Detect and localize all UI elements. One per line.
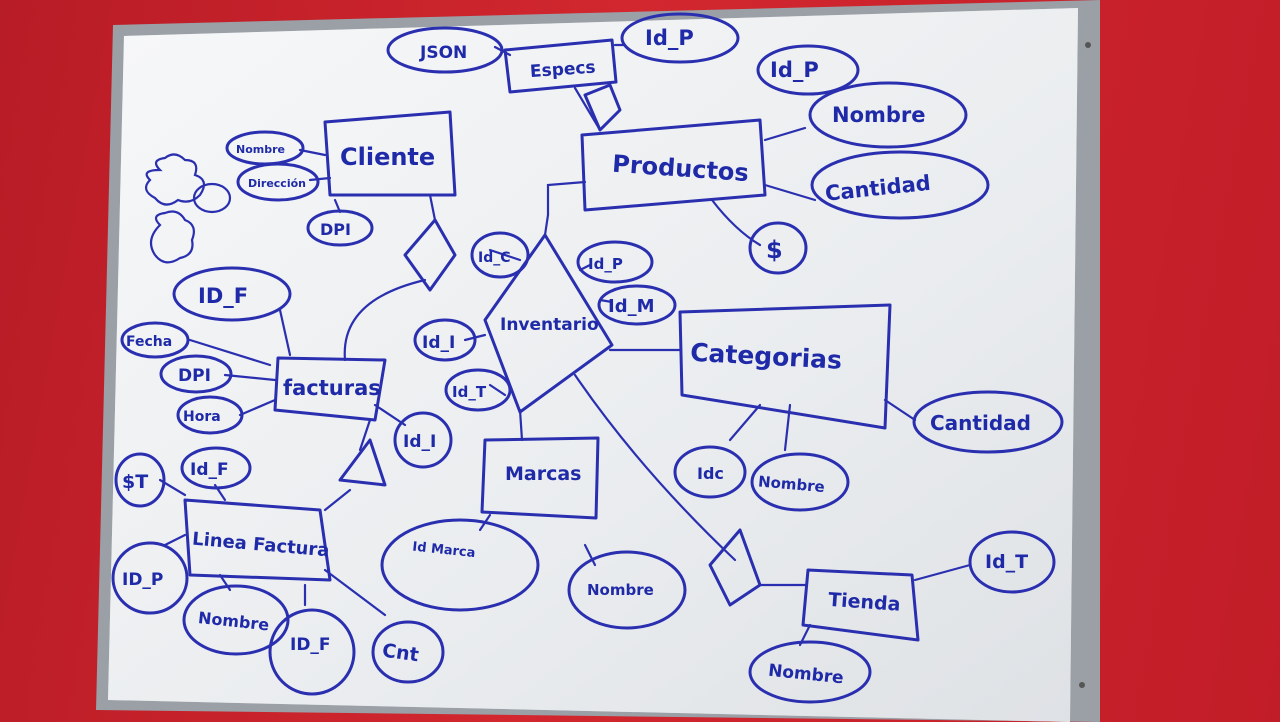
svg-text:Cliente: Cliente [340, 143, 435, 171]
svg-text:Inventario: Inventario [500, 315, 599, 335]
svg-text:Id_C: Id_C [478, 250, 511, 266]
attribute-id-i-inventario: Id_I [413, 318, 477, 362]
svg-text:JSON: JSON [419, 43, 467, 63]
attribute-dollar: $ [748, 221, 808, 275]
entity-especs: Especs [503, 38, 618, 94]
attribute-nombre-productos: Nombre [808, 81, 968, 149]
entity-inventario: Inventario [483, 233, 614, 414]
attribute-id-c: Id_C [470, 231, 530, 279]
svg-text:Id_T: Id_T [985, 551, 1028, 573]
attribute-id-p-inventario: Id_P [576, 240, 654, 284]
svg-text:Id_I: Id_I [422, 333, 455, 353]
attribute-id-f-linea-2: ID_F [268, 608, 356, 696]
svg-text:Cnt: Cnt [381, 639, 420, 666]
relationship-diamonds [338, 83, 762, 607]
svg-text:Hora: Hora [183, 409, 221, 425]
svg-text:Cantidad: Cantidad [930, 411, 1031, 435]
attribute-subtotal: $T [114, 452, 166, 508]
svg-text:Nombre: Nombre [236, 143, 285, 156]
entity-tienda: Tienda [801, 568, 920, 642]
svg-text:Nombre: Nombre [587, 581, 654, 599]
svg-text:DPI: DPI [178, 366, 211, 386]
attribute-cnt: Cnt [371, 620, 445, 684]
attribute-json: JSON [386, 26, 504, 74]
attribute-id-t-inventario: Id_T [444, 368, 512, 412]
attribute-id-marca: Id Marca [380, 518, 540, 612]
svg-text:Dirección: Dirección [248, 177, 306, 190]
svg-text:$: $ [766, 236, 783, 264]
svg-text:Id_I: Id_I [403, 432, 436, 452]
svg-text:facturas: facturas [283, 376, 381, 400]
entity-categorias: Categorias [678, 303, 892, 430]
frame-screw-icon [1079, 682, 1085, 688]
attribute-nombre-marcas: Nombre [567, 550, 687, 630]
attribute-id-f-linea: Id_F [180, 446, 252, 490]
attribute-id-m: Id_M [597, 284, 677, 326]
attribute-fecha: Fecha [120, 321, 190, 359]
svg-text:Nombre: Nombre [757, 472, 825, 496]
svg-text:Nombre: Nombre [832, 103, 926, 127]
svg-text:$T: $T [122, 471, 148, 493]
doodle-sketch [144, 153, 232, 264]
svg-text:Id_T: Id_T [452, 383, 487, 401]
attribute-nombre-categorias: Nombre [750, 452, 850, 512]
attribute-dpi-facturas: DPI [159, 354, 233, 394]
frame-screw-icon [1085, 42, 1091, 48]
svg-text:Marcas: Marcas [505, 463, 582, 485]
svg-text:Id_F: Id_F [190, 460, 229, 480]
svg-text:ID_F: ID_F [290, 635, 331, 655]
attribute-cantidad-categorias: Cantidad [912, 390, 1064, 454]
svg-text:Id_M: Id_M [608, 296, 655, 317]
svg-text:Fecha: Fecha [126, 334, 172, 350]
whiteboard-shade [108, 8, 1078, 722]
svg-text:Id Marca: Id Marca [412, 540, 477, 562]
svg-text:DPI: DPI [320, 220, 351, 239]
entity-marcas: Marcas [480, 436, 600, 520]
svg-text:Idc: Idc [697, 464, 724, 483]
svg-text:ID_P: ID_P [122, 570, 163, 590]
entity-cliente: Cliente [323, 110, 457, 197]
svg-text:ID_F: ID_F [198, 284, 248, 308]
attribute-idc: Idc [673, 445, 747, 499]
svg-text:Id_P: Id_P [588, 255, 623, 273]
attribute-id-p-especs: Id_P [620, 12, 740, 64]
attribute-dpi-cliente: DPI [306, 209, 374, 247]
svg-text:Tienda: Tienda [828, 589, 902, 616]
relationship-lines [158, 43, 972, 647]
attribute-id-f-facturas: ID_F [172, 266, 292, 322]
attribute-id-p-productos: Id_P [756, 44, 860, 96]
entity-facturas: facturas [273, 356, 387, 422]
attribute-id-i-facturas: Id_I [393, 411, 453, 469]
svg-text:Id_P: Id_P [770, 58, 819, 82]
attribute-id-p-linea: ID_P [111, 541, 189, 615]
svg-text:Id_P: Id_P [645, 26, 694, 50]
attribute-id-t-tienda: Id_T [968, 530, 1056, 594]
svg-text:Especs: Especs [529, 58, 596, 83]
attribute-hora: Hora [176, 395, 244, 435]
attribute-direccion-cliente: Dirección [236, 162, 320, 202]
